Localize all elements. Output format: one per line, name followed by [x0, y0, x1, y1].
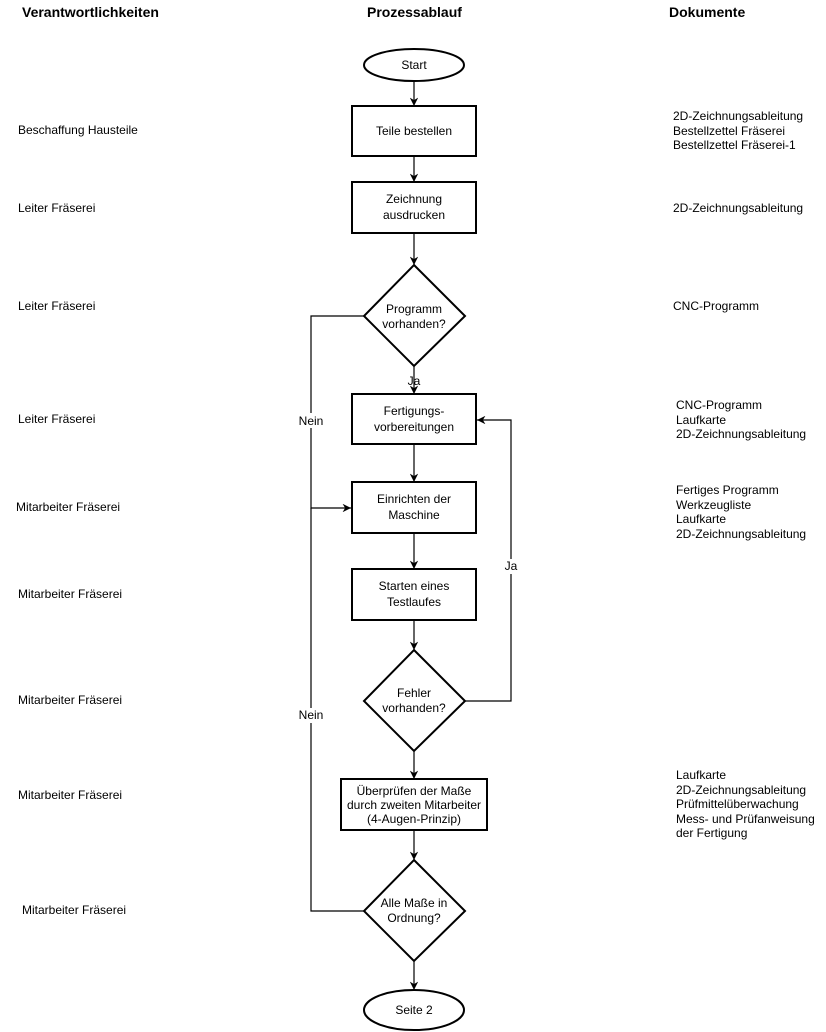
documents-print-drawing: 2D-Zeichnungsableitung: [673, 201, 803, 216]
responsibility-print-drawing: Leiter Fräserei: [18, 201, 96, 215]
responsibility-preparation: Leiter Fräserei: [18, 412, 96, 426]
setup-machine-label-line2: Maschine: [388, 508, 440, 522]
edge-allok-no: [310, 508, 364, 912]
document-item: CNC-Programm: [676, 398, 763, 412]
document-item: 2D-Zeichnungsableitung: [673, 109, 804, 123]
document-item: Laufkarte: [676, 412, 727, 427]
preparation-label-line1: Fertigungs-: [384, 404, 445, 418]
decision-error-exists: [362, 648, 467, 753]
documents-check-dimensions: Laufkarte 2D-Zeichnungsableitung Prüfmit…: [676, 768, 815, 841]
documents-order-parts: 2D-Zeichnungsableitung Bestellzettel Frä…: [673, 109, 803, 153]
documents-setup-machine: Fertiges Programm Werkzeugliste Laufkart…: [676, 483, 806, 541]
responsibility-error-check: Mitarbeiter Fräserei: [18, 693, 123, 707]
documents-preparation: CNC-Programm Laufkarte 2D-Zeichnungsable…: [676, 398, 806, 442]
start-terminal: [363, 48, 465, 82]
document-item: CNC-Programm: [673, 299, 760, 313]
document-item: Prüfmittelüberwachung: [676, 797, 799, 811]
step-test-run: [351, 568, 477, 621]
label-program-no: Nein: [299, 414, 324, 428]
document-item: 2D-Zeichnungsableitung: [676, 526, 807, 541]
check-dimensions-label-line1: Überprüfen der Maße: [357, 784, 472, 798]
end-label: Seite 2: [395, 1003, 433, 1017]
document-item: 2D-Zeichnungsableitung: [676, 782, 807, 797]
preparation-label-line2: vorbereitungen: [374, 420, 454, 434]
document-item: Fertiges Programm: [676, 483, 779, 497]
program-exists-label-line1: Programm: [386, 302, 442, 316]
step-setup-machine: [351, 481, 477, 534]
header-process: Prozessablauf: [367, 4, 462, 20]
document-item: 2D-Zeichnungsableitung: [676, 427, 807, 441]
label-allok-no: Nein: [299, 708, 324, 722]
edge-program-no: [310, 315, 364, 513]
check-dimensions-label-line2: durch zweiten Mitarbeiter: [347, 798, 481, 812]
print-drawing-label-line1: Zeichnung: [386, 192, 442, 206]
step-check-dimensions: [340, 778, 488, 831]
documents-program-check: CNC-Programm: [673, 299, 759, 314]
start-label: Start: [401, 58, 427, 72]
responsibility-order-parts: Beschaffung Hausteile: [18, 123, 138, 137]
step-order-parts: [351, 105, 477, 157]
error-exists-label-line1: Fehler: [397, 686, 431, 700]
header-documents: Dokumente: [669, 4, 746, 20]
decision-program-exists: [362, 263, 467, 368]
responsibility-all-ok: Mitarbeiter Fräserei: [22, 903, 127, 917]
all-ok-label-line1: Alle Maße in: [381, 896, 448, 910]
check-dimensions-label-line3: (4-Augen-Prinzip): [367, 812, 461, 826]
responsibility-test-run: Mitarbeiter Fräserei: [18, 587, 123, 601]
document-item: Laufkarte: [676, 512, 727, 526]
document-item: 2D-Zeichnungsableitung: [673, 201, 804, 215]
label-program-yes: Ja: [408, 374, 421, 388]
document-item: der Fertigung: [676, 826, 748, 840]
error-exists-label-line2: vorhanden?: [382, 701, 446, 715]
responsibility-check-dimensions: Mitarbeiter Fräserei: [18, 788, 123, 802]
step-print-drawing: [351, 181, 477, 234]
setup-machine-label-line1: Einrichten der: [377, 492, 451, 506]
decision-all-ok: [362, 858, 467, 963]
document-item: Werkzeugliste: [676, 497, 752, 512]
print-drawing-label-line2: ausdrucken: [383, 208, 445, 222]
label-bg: [501, 559, 521, 574]
document-item: Mess- und Prüfanweisung: [676, 811, 815, 826]
document-item: Bestellzettel Fräserei: [673, 123, 786, 138]
document-item: Bestellzettel Fräserei-1: [673, 138, 796, 152]
header-responsibilities: Verantwortlichkeiten: [22, 4, 159, 20]
end-terminal: [363, 989, 465, 1031]
test-run-label-line1: Starten eines: [379, 579, 450, 593]
step-preparation: [351, 393, 477, 445]
all-ok-label-line2: Ordnung?: [387, 911, 441, 925]
responsibility-program-check: Leiter Fräserei: [18, 299, 96, 313]
order-parts-label: Teile bestellen: [376, 124, 452, 138]
program-exists-label-line2: vorhanden?: [382, 317, 446, 331]
test-run-label-line2: Testlaufes: [387, 595, 441, 609]
document-item: Laufkarte: [676, 768, 727, 782]
label-error-yes: Ja: [505, 559, 518, 573]
label-bg: [296, 413, 326, 428]
responsibility-setup-machine: Mitarbeiter Fräserei: [16, 500, 121, 514]
label-bg: [296, 708, 326, 723]
